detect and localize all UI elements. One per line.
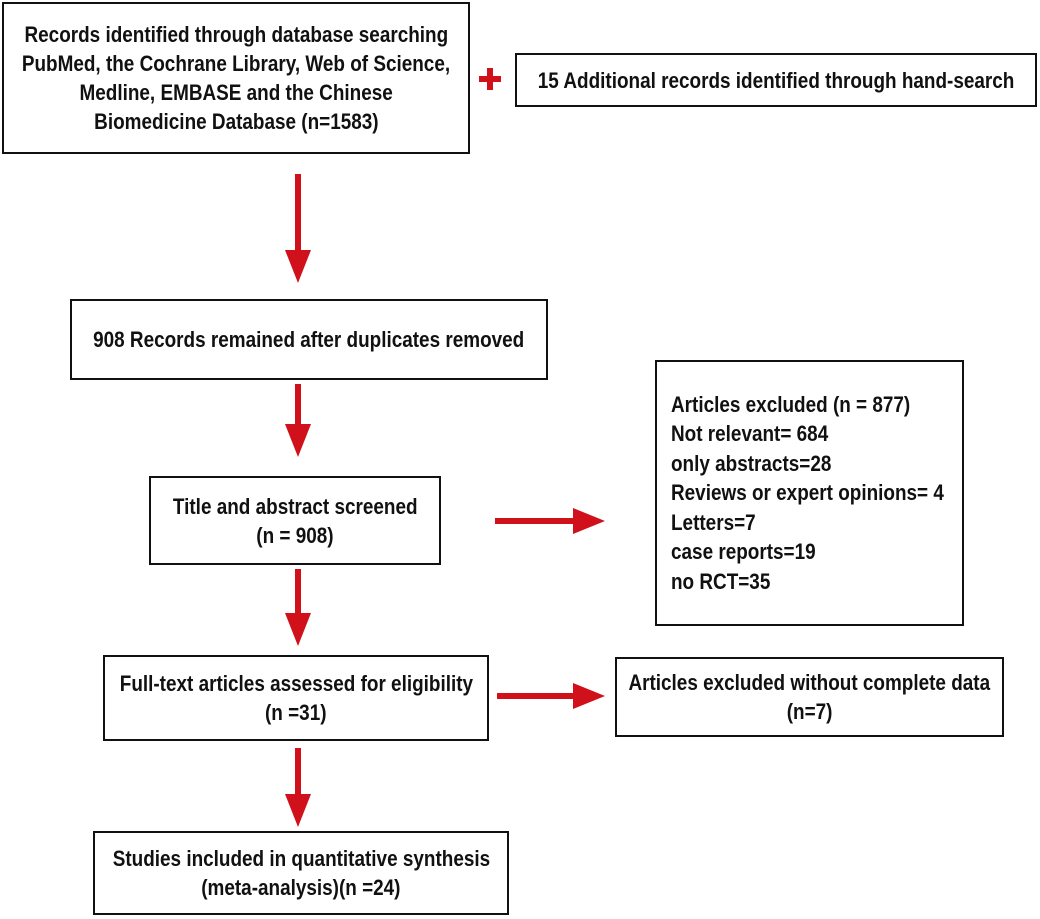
box-line: case reports=19 xyxy=(671,539,816,565)
box-line: Reviews or expert opinions= 4 xyxy=(671,480,944,506)
box-line: Articles excluded without complete data xyxy=(628,670,991,695)
database-search-box: Records identified through database sear… xyxy=(2,2,470,154)
arrow-screened-to-excluded xyxy=(495,508,605,534)
screened-box: Title and abstract screened (n = 908) xyxy=(149,476,441,565)
box-line: (n =31) xyxy=(265,700,327,725)
box-line: Studies included in quantitative synthes… xyxy=(112,846,490,871)
full-text-box: Full-text articles assessed for eligibil… xyxy=(103,655,489,741)
excluded-screening-box: Articles excluded (n = 877) Not relevant… xyxy=(655,360,964,626)
box-line: Not relevant= 684 xyxy=(671,421,829,447)
box-line: (n=7) xyxy=(786,699,833,724)
box-line: only abstracts=28 xyxy=(671,450,832,476)
box-line: no RCT=35 xyxy=(671,568,771,594)
arrow-fulltext-to-excluded xyxy=(497,683,605,709)
box-line: Letters=7 xyxy=(671,509,756,535)
box-line: 908 Records remained after duplicates re… xyxy=(93,327,525,352)
included-box: Studies included in quantitative synthes… xyxy=(93,831,509,915)
arrow-fulltext-to-included xyxy=(285,748,311,827)
box-line: Records identified through database sear… xyxy=(24,22,448,47)
arrow-screened-to-fulltext xyxy=(285,569,311,646)
box-line: (meta-analysis)(n =24) xyxy=(201,875,401,900)
plus-icon xyxy=(479,68,501,90)
box-line: Biomedicine Database (n=1583) xyxy=(93,109,379,134)
box-line: Full-text articles assessed for eligibil… xyxy=(119,671,473,696)
box-line: 15 Additional records identified through… xyxy=(537,67,1015,93)
arrow-duplicates-to-screened xyxy=(285,384,311,457)
box-line: Title and abstract screened xyxy=(172,493,418,519)
excluded-incomplete-box: Articles excluded without complete data … xyxy=(615,657,1004,737)
hand-search-box: 15 Additional records identified through… xyxy=(515,53,1037,107)
box-line: (n = 908) xyxy=(256,522,334,548)
duplicates-removed-box: 908 Records remained after duplicates re… xyxy=(70,299,548,380)
box-line: PubMed, the Cochrane Library, Web of Sci… xyxy=(21,51,451,76)
arrow-search-to-duplicates xyxy=(285,174,311,283)
box-line: Articles excluded (n = 877) xyxy=(671,391,911,417)
box-line: Medline, EMBASE and the Chinese xyxy=(79,80,393,105)
